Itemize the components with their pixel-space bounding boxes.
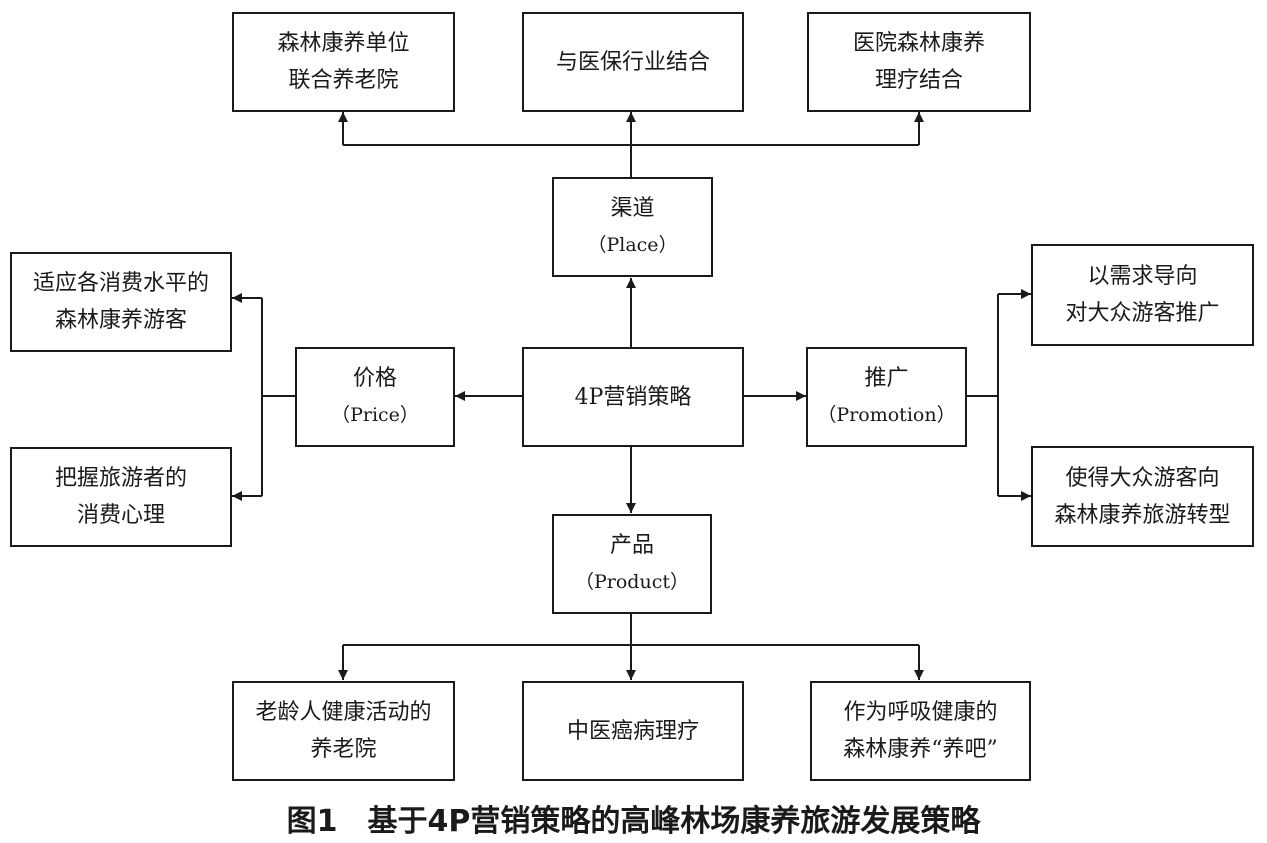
- promotion-label: 推广: [864, 366, 909, 391]
- place-label: 渠道: [610, 196, 655, 221]
- place-child-1-line-2: 联合养老院: [288, 68, 399, 93]
- promotion-label-en: （Promotion）: [817, 404, 956, 426]
- price-child-1-line-1: 适应各消费水平的: [32, 271, 209, 296]
- price-child-1: 适应各消费水平的 森林康养游客: [10, 252, 232, 352]
- figure-title: 基于4P营销策略的高峰林场康养旅游发展策略: [367, 804, 981, 839]
- promotion-node: 推广 （Promotion）: [806, 347, 967, 447]
- figure-caption: 图1 基于4P营销策略的高峰林场康养旅游发展策略: [0, 796, 1267, 840]
- price-label-en: （Price）: [331, 404, 419, 426]
- product-child-2: 中医癌病理疗: [522, 681, 744, 781]
- promotion-child-1: 以需求导向 对大众游客推广: [1031, 244, 1254, 346]
- center-label: 4P营销策略: [574, 384, 692, 410]
- promotion-child-2-line-1: 使得大众游客向: [1065, 465, 1220, 491]
- product-child-3-line-2: 森林康养“养吧”: [843, 737, 998, 762]
- product-child-1-line-1: 老龄人健康活动的: [255, 700, 432, 725]
- place-child-2: 与医保行业结合: [522, 12, 744, 112]
- price-node: 价格 （Price）: [295, 347, 455, 447]
- product-child-3: 作为呼吸健康的 森林康养“养吧”: [810, 681, 1031, 781]
- product-child-1-line-2: 养老院: [310, 737, 377, 762]
- center-node: 4P营销策略: [522, 347, 744, 447]
- place-child-3-line-1: 医院森林康养: [852, 31, 985, 56]
- place-child-2-line-1: 与医保行业结合: [555, 49, 710, 75]
- promotion-child-1-line-2: 对大众游客推广: [1065, 301, 1220, 326]
- place-child-1: 森林康养单位 联合养老院: [232, 12, 455, 112]
- product-child-2-line-1: 中医癌病理疗: [566, 718, 699, 744]
- place-child-3-line-2: 理疗结合: [874, 68, 963, 93]
- promotion-child-1-line-1: 以需求导向: [1087, 264, 1198, 289]
- product-child-3-line-1: 作为呼吸健康的: [843, 700, 998, 725]
- promotion-child-2-line-2: 森林康养旅游转型: [1054, 502, 1231, 528]
- product-label: 产品: [609, 533, 654, 558]
- product-node: 产品 （Product）: [552, 514, 712, 614]
- price-child-2-line-1: 把握旅游者的: [54, 466, 187, 491]
- price-child-2: 把握旅游者的 消费心理: [10, 447, 232, 547]
- figure-number: 图1: [286, 804, 338, 839]
- place-child-3: 医院森林康养 理疗结合: [807, 12, 1031, 112]
- product-child-1: 老龄人健康活动的 养老院: [232, 681, 455, 781]
- place-label-en: （Place）: [587, 234, 678, 256]
- price-child-1-line-2: 森林康养游客: [54, 308, 187, 333]
- price-child-2-line-2: 消费心理: [76, 503, 165, 528]
- price-label: 价格: [352, 366, 397, 391]
- place-node: 渠道 （Place）: [552, 177, 713, 277]
- promotion-child-2: 使得大众游客向 森林康养旅游转型: [1031, 446, 1254, 547]
- place-child-1-line-1: 森林康养单位: [277, 31, 410, 56]
- product-label-en: （Product）: [575, 571, 689, 593]
